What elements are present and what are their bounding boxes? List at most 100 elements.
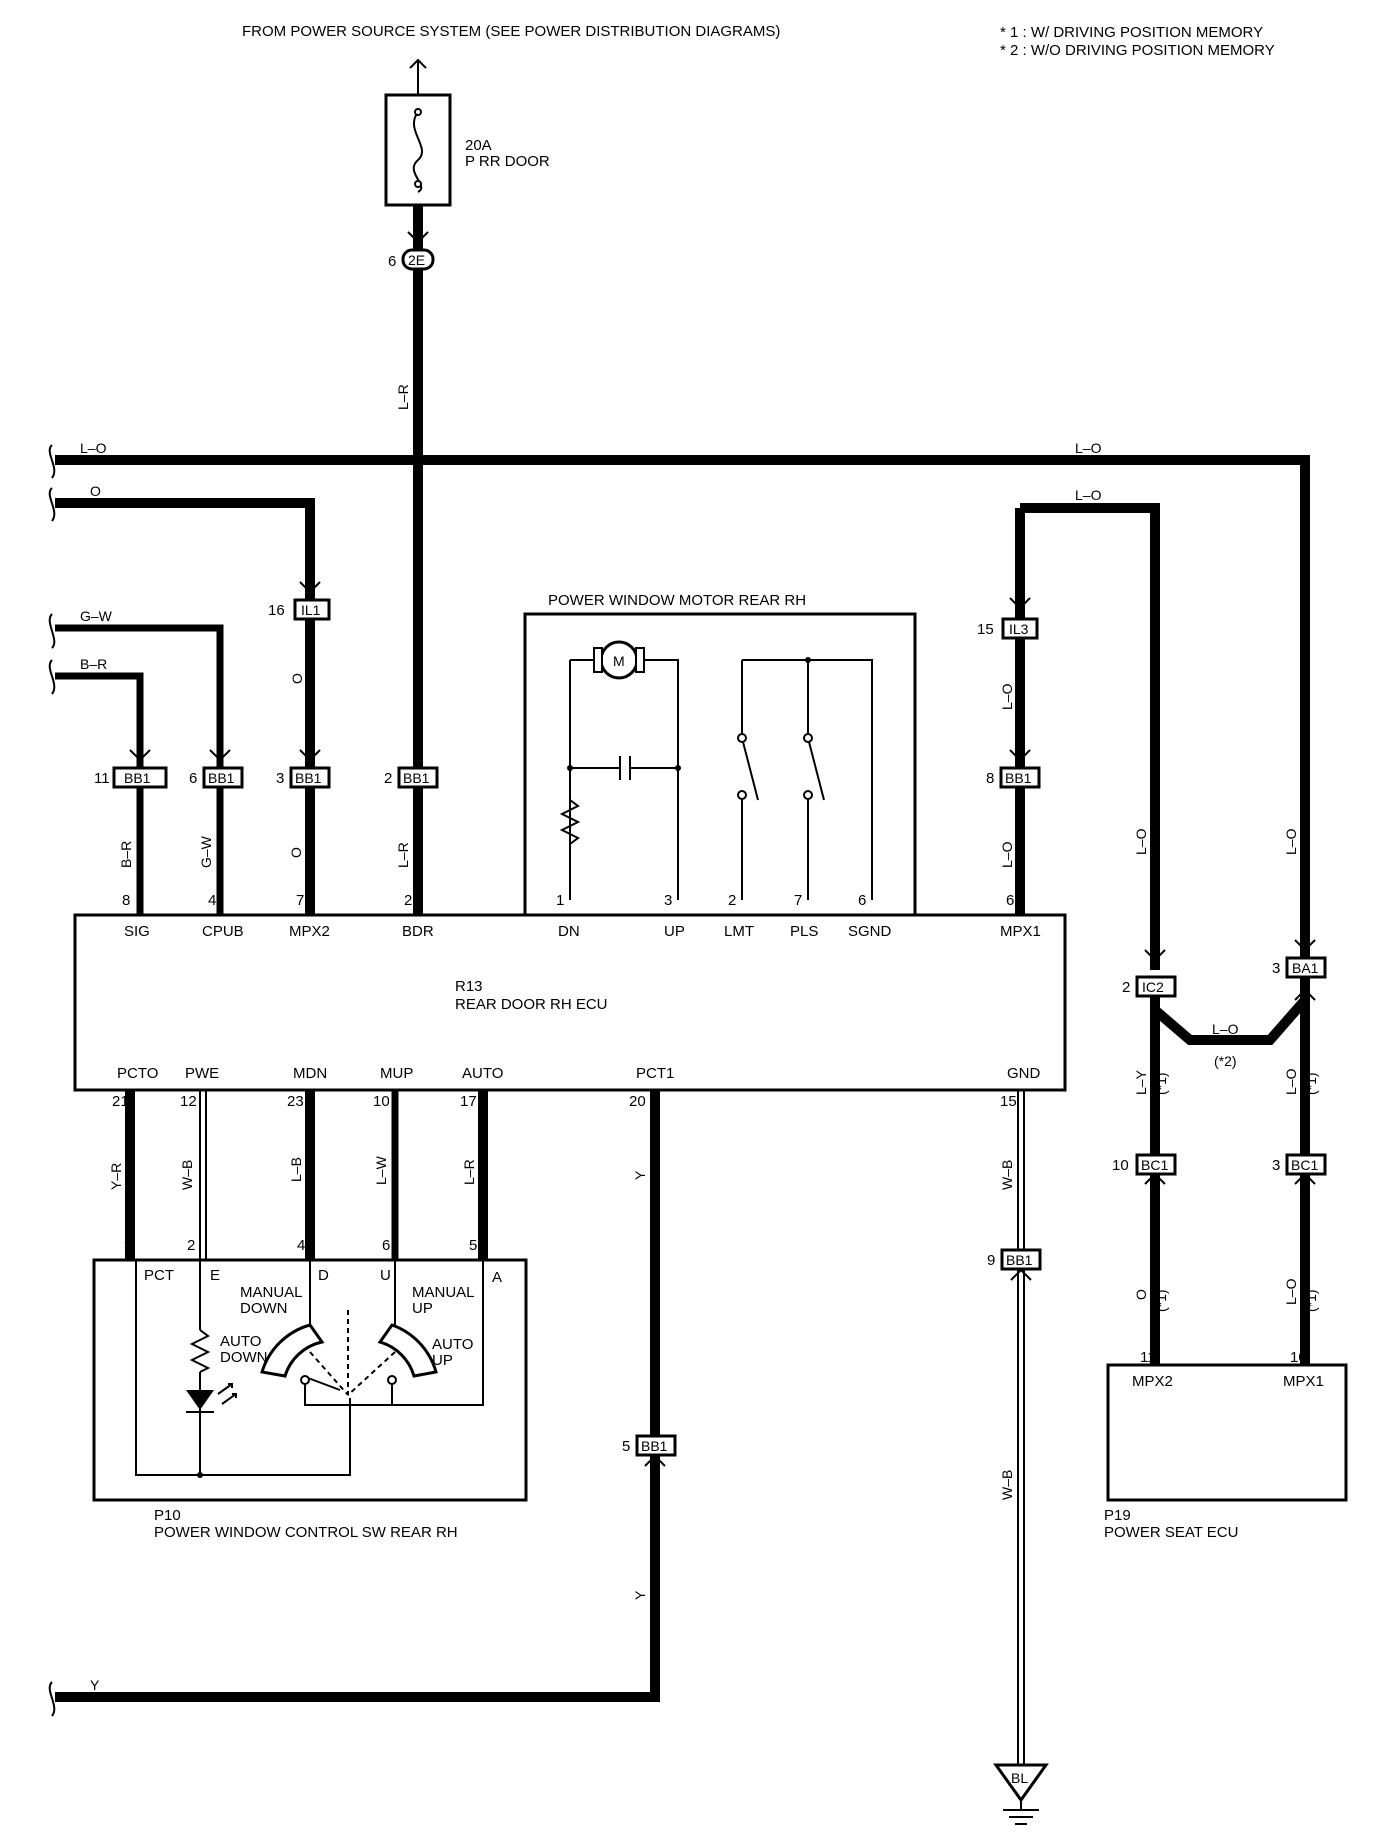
- fuse-terminal: [414, 180, 422, 188]
- switch-auto-wire: [392, 1260, 484, 1406]
- connector-pin: 8: [986, 770, 994, 787]
- manual-up-label: UP: [412, 1300, 433, 1317]
- ecu-pin-num: 15: [1000, 1093, 1017, 1110]
- motor-brush: [593, 647, 603, 673]
- switch-pin-num: 5: [469, 1237, 477, 1254]
- switch-actuator: [309, 1351, 396, 1396]
- connector-label: BC1: [1141, 1157, 1168, 1173]
- ecu-name: REAR DOOR RH ECU: [455, 996, 608, 1013]
- wire-label: Y–R: [108, 1163, 124, 1190]
- connector-label: BB1: [1006, 1252, 1033, 1268]
- connector-pin: 2: [384, 770, 392, 787]
- led-light-icon: [217, 1383, 237, 1405]
- ecu-pin-num: 8: [122, 892, 130, 909]
- arrow-down: [1144, 949, 1166, 962]
- wire-break: [48, 1681, 56, 1717]
- arrow-up: [1010, 1268, 1032, 1281]
- switch-internal-wire: [304, 1380, 393, 1406]
- switch-pin-num: 6: [382, 1237, 390, 1254]
- rear-door-ecu-box: [73, 913, 1067, 1092]
- switch-contact: [803, 733, 813, 743]
- connector-label: BB1: [403, 770, 430, 786]
- wire-label: G–W: [80, 608, 113, 624]
- switch-contact: [737, 790, 747, 800]
- arrow-down: [209, 749, 231, 762]
- wire-label: W–B: [999, 1160, 1015, 1190]
- wire-Y-bottom: [55, 1455, 660, 1702]
- connector-pin: 3: [1272, 960, 1280, 977]
- note-ref: (*1): [1153, 1072, 1169, 1095]
- wire-label: L–O: [1133, 828, 1149, 855]
- switch-pin-name: PCT: [144, 1267, 174, 1284]
- motor-pin: 3: [664, 892, 672, 909]
- wire-break: [48, 613, 56, 649]
- ecu-pin-name: AUTO: [462, 1065, 503, 1082]
- switch-internal-wire: [135, 1260, 351, 1476]
- connector-IL3-pin: 15: [977, 621, 994, 638]
- connector-IL3-label: IL3: [1009, 621, 1029, 637]
- connector-label: BB1: [124, 770, 151, 786]
- ecu-pin-name: BDR: [402, 923, 434, 940]
- seat-code: P19: [1104, 1507, 1131, 1524]
- connector-label: BB1: [295, 770, 322, 786]
- connector-pin: 6: [189, 770, 197, 787]
- power-window-motor-box: [523, 612, 917, 919]
- ecu-pin-name: MUP: [380, 1065, 413, 1082]
- wire-label: O: [1133, 1289, 1149, 1300]
- wire-break: [48, 444, 56, 479]
- wire-label: G–W: [198, 835, 214, 868]
- switch-up-cam: [377, 1323, 438, 1378]
- ecu-pin-name: LMT: [724, 923, 754, 940]
- wire-label: L–O: [1075, 487, 1102, 503]
- arrow-down: [299, 749, 321, 762]
- wire-label: Y: [632, 1170, 648, 1180]
- wire-label: L–W: [373, 1155, 389, 1185]
- note-ref: (*2): [1214, 1053, 1237, 1069]
- wire-break: [48, 659, 56, 695]
- ecu-pin-num: 6: [1006, 892, 1014, 909]
- note-ref: (*1): [1303, 1072, 1319, 1095]
- arrow-down: [1009, 597, 1031, 610]
- ecu-pin-name: MDN: [293, 1065, 327, 1082]
- wire-break: [48, 487, 56, 522]
- wire-label: W–B: [179, 1160, 195, 1190]
- wire-label: L–O: [1283, 1068, 1299, 1095]
- connector-2E-label: 2E: [408, 252, 425, 268]
- connector-pin: 10: [1112, 1157, 1129, 1174]
- ecu-pin-num: 17: [460, 1093, 477, 1110]
- wire-L-O-top-bus: [55, 455, 1310, 970]
- junction-dot: [805, 657, 811, 663]
- arrow-down: [129, 749, 151, 762]
- wire-label: L–R: [395, 384, 411, 410]
- switch-contact: [737, 733, 747, 743]
- ecu-pin-num: 10: [373, 1093, 390, 1110]
- ecu-code: R13: [455, 978, 483, 995]
- manual-up-label: MANUAL: [412, 1284, 475, 1301]
- arrow-down: [407, 231, 429, 244]
- ecu-pin-name: PLS: [790, 923, 818, 940]
- ground-icon: [1003, 1800, 1039, 1825]
- wire-label: Y: [632, 1590, 648, 1600]
- capacitor-symbol: [619, 756, 631, 780]
- ecu-pin-name: SGND: [848, 923, 892, 940]
- seat-pin-num: 10: [1290, 1349, 1307, 1366]
- connector-pin: 2: [1122, 979, 1130, 996]
- motor-title: POWER WINDOW MOTOR REAR RH: [548, 592, 806, 609]
- wire-label: L–O: [80, 440, 107, 456]
- switch-pin-num: 4: [297, 1237, 305, 1254]
- ecu-pin-name: PCT1: [636, 1065, 674, 1082]
- switch-arm: [307, 1377, 341, 1391]
- wire-label: O: [289, 673, 305, 684]
- wire-label: L–B: [288, 1157, 304, 1182]
- switch-code: P10: [154, 1507, 181, 1524]
- connector-2E-pin: 6: [388, 253, 396, 270]
- wire-label: L–R: [395, 842, 411, 868]
- switch-down-cam: [260, 1323, 325, 1378]
- ecu-pin-num: 2: [404, 892, 412, 909]
- connector-pin: 9: [987, 1252, 995, 1269]
- connector-label: BB1: [1005, 770, 1032, 786]
- fuse-in-arrow: [409, 58, 427, 69]
- ecu-pin-name: SIG: [124, 923, 150, 940]
